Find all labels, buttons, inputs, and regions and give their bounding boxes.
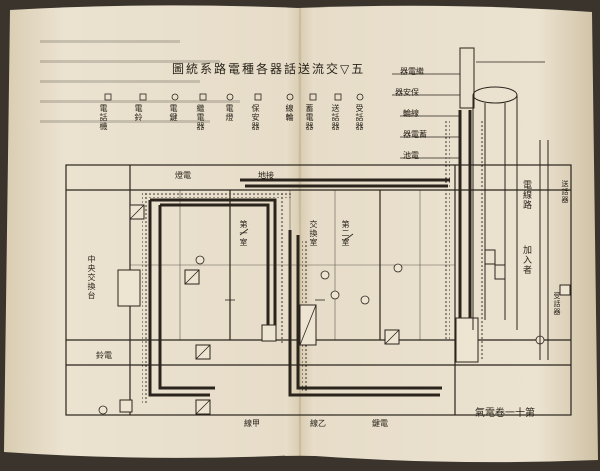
label-first-room: 第一室	[239, 220, 248, 247]
label-line-a: 甲線	[244, 419, 260, 428]
diagram-title: 五▽交流送話器各種電路系統圖	[172, 62, 366, 76]
label-fuse: 保安器	[395, 88, 419, 97]
label-second-room: 第二室	[341, 220, 350, 247]
bleed-through-text	[40, 40, 240, 123]
legend-item-0: 電話機	[99, 104, 108, 131]
circle-symbols	[98, 255, 545, 415]
cable-bundles	[148, 110, 472, 397]
legend-item-7: 蓄電器	[305, 104, 314, 131]
switch-marks	[225, 228, 354, 301]
label-earth: 接地	[258, 171, 274, 180]
legend-item-9: 受話器	[355, 104, 364, 131]
label-receiver: 受話器	[553, 292, 561, 316]
legend-item-3: 繼電器	[196, 104, 205, 131]
legend-item-2: 電鍵	[169, 104, 178, 122]
legend-item-8: 送話器	[331, 104, 340, 131]
right-column-cables	[459, 47, 549, 360]
box-symbols	[129, 204, 400, 415]
label-key: 電鍵	[372, 419, 388, 428]
left-page	[4, 5, 300, 458]
legend-leaders	[392, 61, 545, 159]
legend-symbols	[104, 93, 364, 101]
label-coil: 線輪	[403, 109, 419, 118]
legend-item-6: 線輪	[285, 104, 294, 122]
legend-item-1: 電鈴	[134, 104, 143, 122]
label-switchboard-room: 交換室	[309, 220, 318, 247]
label-transmitter: 送話器	[561, 180, 569, 204]
label-battery: 電池	[403, 151, 419, 160]
label-bell: 電鈴	[96, 351, 112, 360]
label-speaker-circuit: 電線路	[521, 180, 531, 210]
legend-item-4: 電燈	[225, 104, 234, 122]
legend-item-5: 保安器	[251, 104, 260, 131]
label-relay: 繼電器	[400, 67, 424, 76]
label-subscriber: 加入者	[521, 245, 531, 275]
label-condenser: 蓄電器	[403, 130, 427, 139]
page-number: 第十一卷電氣	[475, 408, 535, 419]
label-line-b: 乙線	[310, 419, 326, 428]
label-central-switch: 中央交換台	[87, 255, 96, 300]
label-lamp: 電燈	[175, 171, 191, 180]
